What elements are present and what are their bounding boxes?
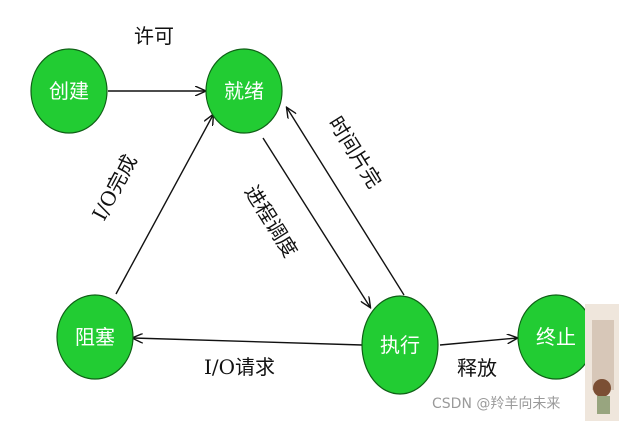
edge-label-io-complete: I/O完成: [87, 150, 142, 224]
edge-blocked-to-ready: [115, 115, 213, 295]
edge-label-io-request: I/O请求: [204, 355, 275, 379]
node-create-label: 创建: [49, 79, 89, 103]
node-blocked-label: 阻塞: [75, 325, 115, 349]
edge-label-release: 释放: [457, 356, 497, 380]
watermark: CSDN @羚羊向未来: [432, 396, 560, 412]
edge-label-time-slice-done: 时间片完: [324, 112, 387, 193]
node-ready: 就绪: [205, 48, 283, 134]
edge-ready-to-running: [262, 137, 370, 307]
avatar: [585, 304, 619, 421]
node-create: 创建: [30, 48, 108, 134]
edge-label-permit: 许可: [134, 24, 174, 48]
node-terminated-label: 终止: [536, 325, 576, 349]
edge-running-to-blocked: [133, 338, 363, 346]
node-terminated: 终止: [517, 294, 595, 380]
node-ready-label: 就绪: [224, 79, 264, 103]
edge-running-to-ready: [287, 108, 405, 296]
edge-running-to-terminated: [439, 338, 517, 346]
node-blocked: 阻塞: [56, 294, 134, 380]
edge-label-process-schedule: 进程调度: [240, 181, 303, 262]
node-running-label: 执行: [380, 333, 420, 357]
node-running: 执行: [361, 295, 439, 395]
